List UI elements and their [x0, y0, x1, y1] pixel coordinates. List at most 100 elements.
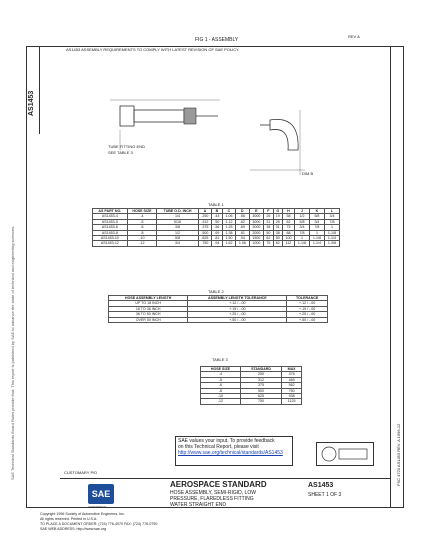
table-cell: 75	[281, 224, 295, 231]
table-cell: 250	[239, 371, 283, 378]
table-cell: 625	[239, 392, 283, 400]
table-cell: 1125	[281, 398, 302, 405]
footer-line-4: SAE WEB ADDRESS: http://www.sae.org	[40, 527, 107, 531]
sae-logo: SAE	[88, 484, 114, 504]
table-cell: OVER 50 INCH	[107, 316, 189, 324]
table-cell: 750	[239, 398, 283, 405]
table-cell: AS1453-12	[92, 240, 128, 247]
customary-label: CUSTOMARY P/D	[64, 470, 98, 475]
table-cell: UP TO 18 INCH	[107, 300, 189, 307]
table-cell: .312	[197, 218, 213, 226]
table-cell: -12	[126, 240, 158, 247]
table-cell: 1-1/4	[323, 234, 341, 242]
table-cell: +.19 / -.00	[187, 305, 288, 313]
table-cell: -12	[200, 398, 241, 405]
footer-line-3: TO PLACE A DOCUMENT ORDER: (724) 776-497…	[40, 522, 158, 526]
table2-header-1: ASSEMBLY LENGTH TOLERANCE	[187, 294, 288, 302]
table1-header-9: G	[272, 207, 283, 215]
table-cell: 1.50	[221, 234, 237, 242]
table-cell: 62	[281, 218, 295, 226]
assembly-drawing	[110, 99, 305, 175]
table-cell: 1.38	[221, 229, 237, 237]
table-cell: .81	[235, 229, 250, 237]
figure-label-right: DIM B	[302, 171, 314, 176]
figure-heading: FIG 1 - ASSEMBLY	[195, 37, 239, 43]
table-cell: 38	[272, 229, 283, 237]
table-cell: 50	[272, 234, 283, 242]
revision-mark: REV A	[348, 34, 360, 39]
table-cell: .69	[235, 224, 250, 231]
table-cell: 112	[281, 240, 295, 247]
table-cell: 1000	[248, 240, 265, 247]
logo-subtitle: AEROSPACE	[88, 505, 107, 509]
table-cell: 938	[281, 392, 302, 400]
table-cell: 88	[281, 229, 295, 237]
right-side-text: FSC 4720 AS1453 REV. A 1996-12	[396, 423, 401, 486]
footer-line-2: All rights reserved. Printed in U.S.A.	[40, 517, 98, 521]
part-view-box	[316, 442, 374, 466]
table-cell: 750	[281, 387, 302, 395]
title-block	[60, 478, 390, 509]
table1-header-10: H	[281, 207, 295, 215]
feedback-box: SAE values your input. To provide feedba…	[175, 436, 293, 466]
table3-header-2: MAX	[281, 365, 302, 373]
table-cell: AS1453-5	[92, 218, 128, 226]
description-line-2: PRESSURE, FLAREDLESS FITTING	[170, 496, 254, 502]
table-cell: 1-1/4	[308, 240, 325, 247]
table-cell: 3/4	[156, 240, 199, 247]
table-cell: 1-1/8	[293, 240, 310, 247]
table-cell: 18 TO 36 INCH	[107, 305, 189, 313]
description-line-3: WATER STRAIGHT END	[170, 502, 227, 508]
table-cell: 1.06	[235, 240, 250, 247]
table-cell: 31	[272, 224, 283, 231]
table-cell: 25	[272, 218, 283, 226]
table-cell: 469	[281, 376, 302, 384]
standard-title: AEROSPACE STANDARD	[170, 480, 267, 489]
right-side-strip: FSC 4720 AS1453 REV. A 1996-12	[390, 46, 404, 508]
sheet-number: SHEET 1 OF 3	[308, 492, 342, 498]
table-cell: 1.25	[221, 224, 237, 231]
table-cell: 62	[272, 240, 283, 247]
table-cell: 500	[239, 387, 283, 395]
table-cell: .56	[235, 213, 250, 220]
doc-code-vertical: AS1453	[28, 90, 35, 116]
table-cell: 375	[281, 371, 302, 378]
table-cell: 3/4	[323, 213, 341, 220]
table-cell: 1-1/8	[323, 229, 341, 237]
table-cell: .94	[235, 234, 250, 242]
table2-header-2: TOLERANCE	[286, 294, 328, 302]
table-cell: +.19 / -.00	[286, 305, 328, 313]
feedback-link[interactable]: http://www.sae.org/technical/standards/A…	[178, 450, 283, 456]
table-cell: 36 TO 50 INCH	[107, 311, 189, 318]
table-cell: 7/8	[323, 218, 341, 226]
table-cell: AS1453-4	[92, 213, 128, 220]
table-cell: +.12 / -.00	[187, 300, 288, 307]
table-cell: .62	[235, 218, 250, 226]
table3-title: TABLE 3	[212, 357, 228, 362]
table-cell: AS1453-6	[92, 224, 128, 231]
table-cell: +.25 / -.00	[187, 311, 288, 318]
table1-header-3: A	[197, 207, 213, 215]
table-cell: 312	[239, 376, 283, 384]
notice-line: AS1453 ASSEMBLY REQUIREMENTS TO COMPLY W…	[66, 47, 239, 52]
table-cell: 1.12	[221, 218, 237, 226]
table-cell: +.50 / -.00	[187, 316, 288, 324]
table-cell: 1.06	[221, 213, 237, 220]
table-cell: 1	[323, 224, 341, 231]
table-cell: +.25 / -.00	[286, 311, 328, 318]
table-cell: +.12 / -.00	[286, 300, 328, 307]
description-line-1: HOSE ASSEMBLY, SEMI-RIGID, LOW	[170, 490, 256, 496]
left-side-text: SAE Technical Standards Board Rules prov…	[10, 225, 15, 480]
